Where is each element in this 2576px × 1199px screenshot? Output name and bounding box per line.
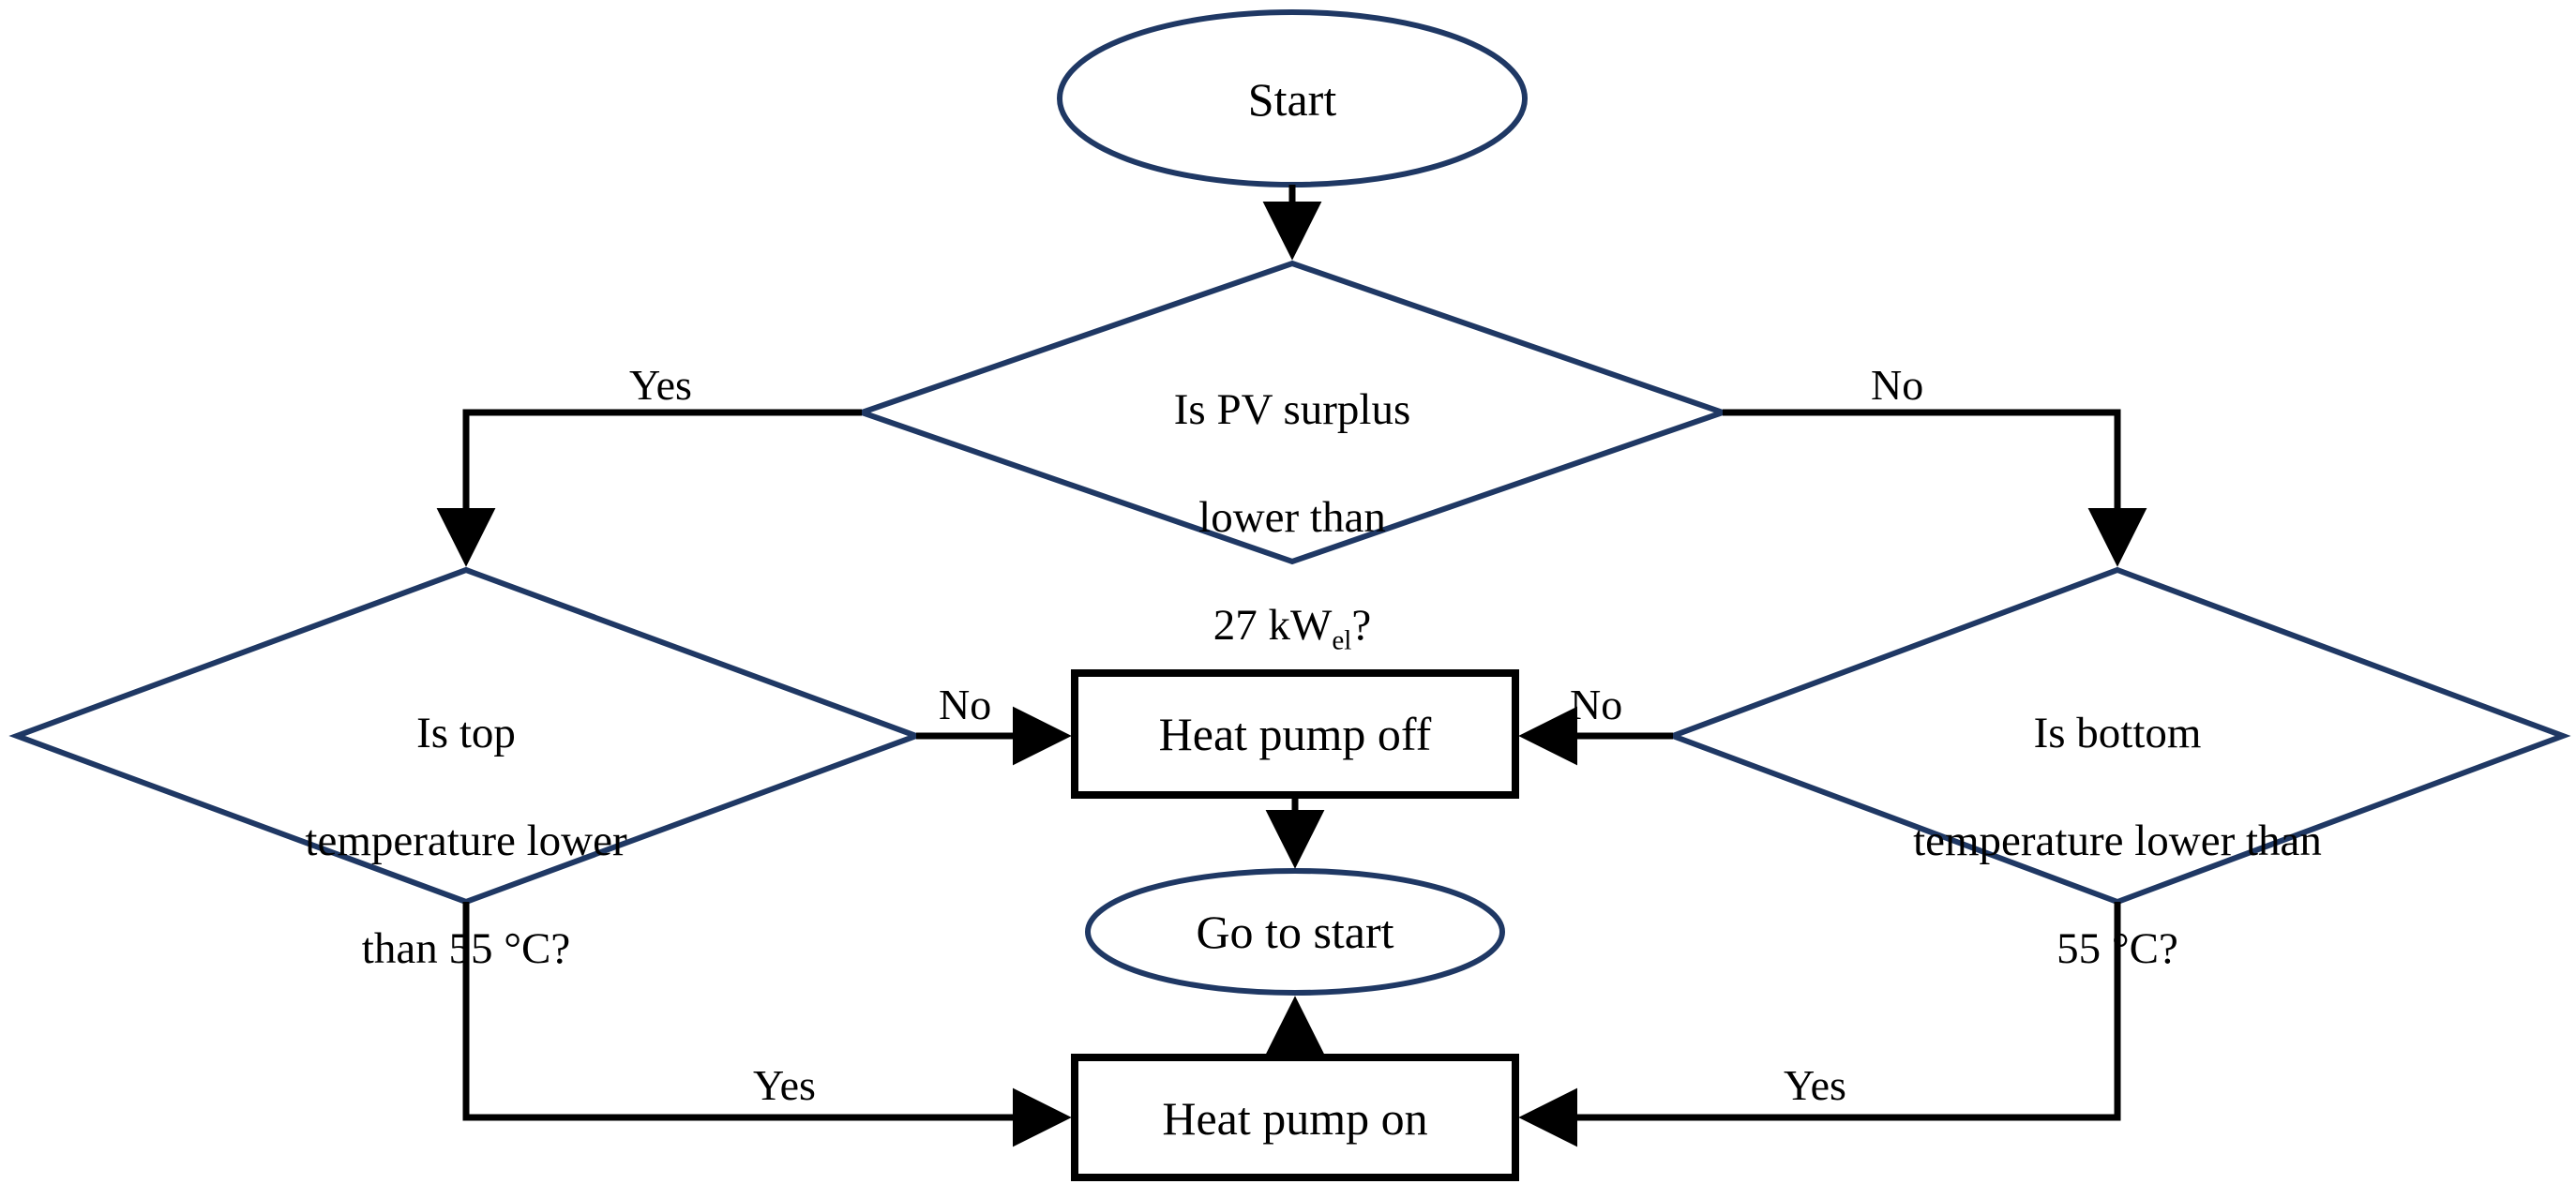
edge-label-top-temp-yes: Yes — [753, 1061, 816, 1109]
start-terminator-shape — [1057, 9, 1528, 187]
connector-pv-no-to-bottom-temp — [1723, 409, 2147, 567]
edge-label-pv-yes: Yes — [629, 361, 692, 409]
heat-pump-on-process-shape — [1071, 1054, 1519, 1181]
heat-pump-off-process-shape — [1071, 669, 1519, 799]
edge-label-pv-no: No — [1871, 361, 1924, 409]
edge-label-top-temp-no: No — [939, 681, 992, 728]
connector-top-temp-yes-to-hp-on — [462, 902, 1072, 1147]
top-temp-decision-shape — [8, 566, 925, 906]
pv-surplus-decision-shape — [852, 260, 1732, 565]
connector-bottom-temp-yes-to-hp-on — [1518, 902, 2121, 1147]
connector-pv-yes-to-top-temp — [436, 409, 862, 567]
edge-label-bottom-temp-yes: Yes — [1784, 1061, 1846, 1109]
go-to-start-terminator-shape — [1085, 868, 1505, 996]
bottom-temp-decision-shape — [1665, 566, 2571, 906]
edge-label-bottom-temp-no: No — [1570, 681, 1623, 728]
